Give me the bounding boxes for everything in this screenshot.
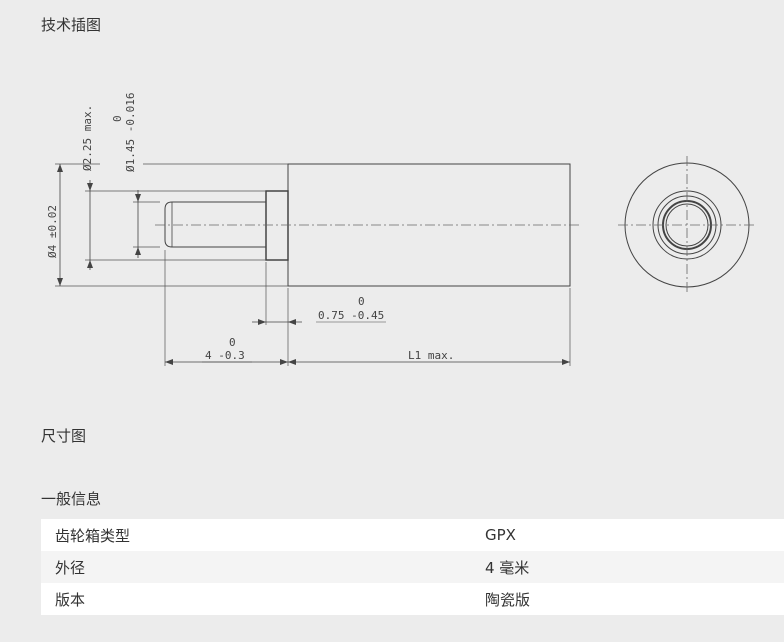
row-value: GPX <box>485 519 784 551</box>
dim-label-075-top: 0 <box>358 295 365 308</box>
dimension-drawing-title: 尺寸图 <box>41 427 87 445</box>
dim-label-075: 0.75 -0.45 <box>318 309 384 322</box>
row-key: 齿轮箱类型 <box>41 519 485 551</box>
row-value: 陶瓷版 <box>485 583 784 615</box>
row-key: 版本 <box>41 583 485 615</box>
general-info-table: 齿轮箱类型 GPX 外径 4 毫米 版本 陶瓷版 <box>41 519 784 615</box>
dim-label-4-top: 0 <box>229 336 236 349</box>
dim-label-l1: L1 max. <box>408 349 454 362</box>
technical-drawing: Ø4 ±0.02 Ø2.25 max. 0 Ø1.45 -0.016 0 0.7… <box>0 80 784 380</box>
gearbox-flange <box>265 190 289 261</box>
dim-label-d145-top: 0 <box>111 115 124 122</box>
dim-label-d225: Ø2.25 max. <box>81 105 94 171</box>
row-value: 4 毫米 <box>485 551 784 583</box>
technical-drawing-svg: Ø4 ±0.02 Ø2.25 max. 0 Ø1.45 -0.016 0 0.7… <box>46 93 756 366</box>
dim-label-4: 4 -0.3 <box>205 349 245 362</box>
gearbox-shaft <box>164 201 266 248</box>
general-info-title: 一般信息 <box>41 490 102 508</box>
dim-label-d145: Ø1.45 -0.016 <box>124 93 137 172</box>
table-row: 外径 4 毫米 <box>41 551 784 583</box>
table-row: 齿轮箱类型 GPX <box>41 519 784 551</box>
dim-label-d4: Ø4 ±0.02 <box>46 205 59 258</box>
technical-illustration-title: 技术插图 <box>41 16 102 34</box>
table-row: 版本 陶瓷版 <box>41 583 784 615</box>
row-key: 外径 <box>41 551 485 583</box>
